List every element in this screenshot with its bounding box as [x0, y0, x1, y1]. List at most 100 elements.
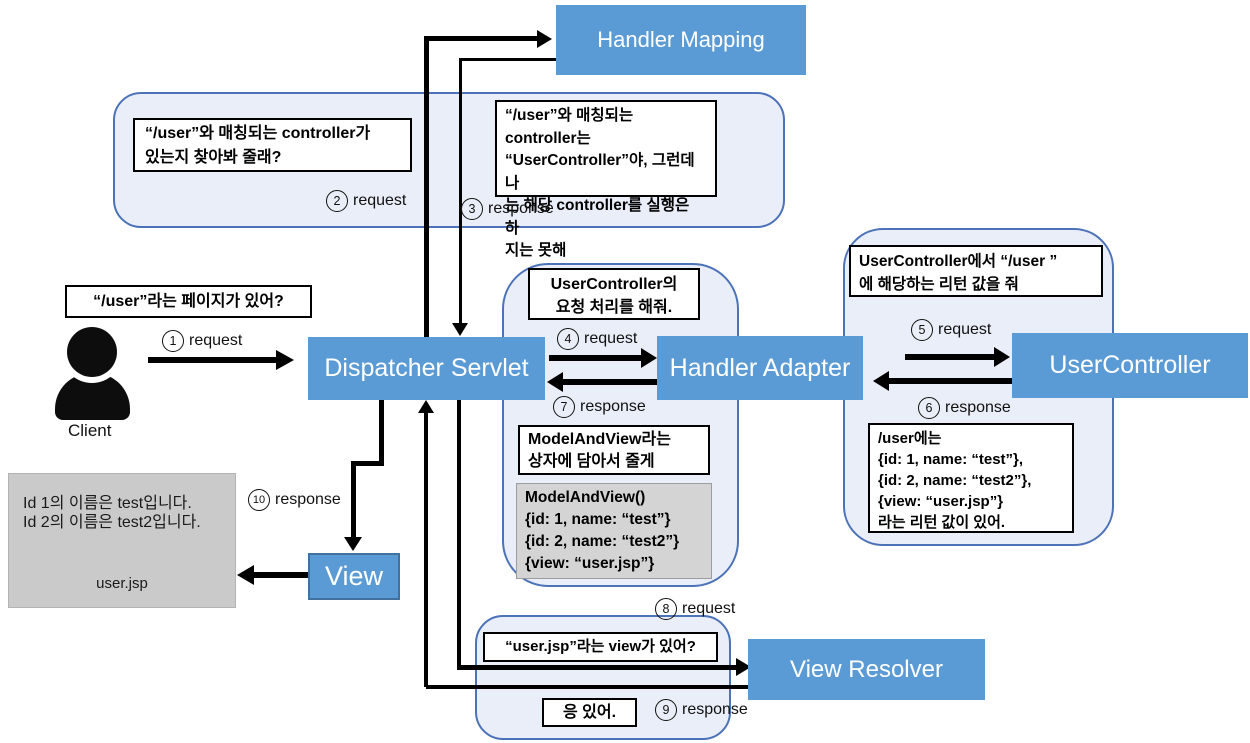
flow-label-text: request	[353, 192, 407, 209]
arrow-10-response-v1	[379, 400, 384, 466]
speech-give-return: UserController에서 “/user ” 에 해당하는 리턴 값을 줘	[849, 245, 1103, 297]
arrow-3-response-head	[452, 323, 468, 336]
speech-line: “/user”와 매칭되는 controller가	[145, 125, 371, 142]
flow-label-8: 8 request	[655, 598, 735, 620]
speech-line: “/user”와 매칭되는 controller는	[505, 107, 634, 147]
flow-label-2: 2 request	[326, 190, 406, 212]
flow-number-circle: 10	[248, 489, 270, 511]
arrow-9-response-horizontal	[426, 685, 748, 689]
flow-label-7: 7 response	[553, 396, 646, 418]
speech-line: 는 해당 controller를 실행은 하	[505, 197, 690, 237]
user-controller-node: UserController	[1012, 333, 1248, 398]
arrow-8-request-head	[736, 658, 751, 676]
speech-found-controller: “/user”와 매칭되는 controller는 “UserControlle…	[495, 100, 717, 259]
speech-line: 상자에 담아서 줄게	[528, 453, 655, 470]
flow-label-10: 10 response	[248, 489, 341, 511]
speech-line: {view: “user.jsp”}	[878, 493, 1004, 510]
speech-line: 있는지 찾아봐 줄래?	[145, 149, 282, 166]
client-icon-body	[55, 373, 130, 420]
arrow-6-response-head	[873, 371, 889, 391]
rendered-filename: user.jsp	[96, 575, 148, 592]
handler-adapter-node: Handler Adapter	[657, 336, 863, 400]
arrow-1-request-head	[276, 350, 294, 370]
flow-number-circle: 9	[655, 699, 677, 721]
speech-modelandview-wrap: ModelAndView라는 상자에 담아서 줄게	[518, 425, 710, 475]
speech-line: 라는 리턴 값이 있어.	[878, 514, 1006, 531]
arrow-5-request-shaft	[905, 354, 996, 360]
flow-label-text: response	[488, 200, 554, 217]
flow-label-text: response	[580, 398, 646, 415]
flow-label-5: 5 request	[911, 319, 991, 341]
code-line: {view: “user.jsp”}	[525, 555, 655, 572]
view-resolver-node: View Resolver	[748, 639, 985, 700]
view-node: View	[308, 553, 400, 600]
arrow-8-request-vertical	[457, 400, 461, 668]
flow-number-circle: 8	[655, 598, 677, 620]
arrow-2-request-vertical	[424, 36, 429, 337]
arrow-4-request-head	[641, 348, 657, 368]
speech-view-question: “user.jsp”라는 view가 있어?	[483, 632, 718, 662]
arrow-5-request-head	[994, 347, 1010, 367]
flow-label-text: request	[584, 330, 638, 347]
flow-number-circle: 2	[326, 190, 348, 212]
flow-label-3: 3 response	[461, 198, 554, 220]
flow-label-9: 9 response	[655, 699, 748, 721]
arrow-10-response-v2	[351, 461, 356, 538]
flow-label-text: request	[938, 321, 992, 338]
speech-line: “UserController”야, 그런데 나	[505, 152, 695, 192]
rendered-page-box: Id 1의 이름은 test입니다. Id 2의 이름은 test2입니다. u…	[8, 473, 236, 608]
arrow-8-request-horizontal	[457, 665, 738, 670]
flow-label-4: 4 request	[557, 328, 637, 350]
speech-user-return: /user에는 {id: 1, name: “test”}, {id: 2, n…	[868, 423, 1074, 533]
code-line: ModelAndView()	[525, 489, 646, 506]
arrow-2-request-head	[537, 30, 552, 48]
code-line: {id: 2, name: “test2”}	[525, 533, 680, 550]
speech-view-answer: 응 있어.	[542, 698, 637, 727]
arrow-10-response-h	[351, 461, 384, 466]
flow-number-circle: 3	[461, 198, 483, 220]
flow-label-text: response	[275, 491, 341, 508]
arrow-view-render-head	[237, 565, 254, 585]
flow-number-circle: 1	[162, 330, 184, 352]
flow-label-6: 6 response	[918, 397, 1011, 419]
arrow-3-response-horizontal	[459, 58, 557, 61]
speech-line: UserController에서 “/user ”	[859, 253, 1058, 270]
rendered-line: Id 2의 이름은 test2입니다.	[23, 514, 201, 531]
flow-label-text: response	[682, 701, 748, 718]
dispatcher-servlet-node: Dispatcher Servlet	[308, 337, 545, 400]
arrow-1-request-shaft	[148, 357, 278, 363]
flow-number-circle: 4	[557, 328, 579, 350]
flow-number-circle: 7	[553, 396, 575, 418]
arrow-3-response-vertical	[459, 58, 462, 324]
flow-number-circle: 5	[911, 319, 933, 341]
code-line: {id: 1, name: “test”}	[525, 511, 671, 528]
speech-line: {id: 2, name: “test2”},	[878, 472, 1032, 489]
arrow-10-response-head	[344, 537, 362, 551]
arrow-9-response-head	[418, 400, 434, 413]
modelandview-object-box: ModelAndView() {id: 1, name: “test”} {id…	[516, 483, 712, 579]
flow-label-text: response	[945, 399, 1011, 416]
arrow-4-request-shaft	[549, 355, 643, 361]
speech-line: UserController의	[550, 276, 678, 293]
flow-label-1: 1 request	[162, 330, 242, 352]
speech-find-controller: “/user”와 매칭되는 controller가 있는지 찾아봐 줄래?	[133, 118, 412, 172]
arrow-2-request-horizontal	[424, 36, 538, 41]
arrow-6-response-shaft	[887, 378, 1012, 384]
arrow-9-response-vertical	[424, 413, 428, 687]
speech-handle-request: UserController의 요청 처리를 해줘.	[528, 268, 700, 320]
speech-page-question: “/user”라는 페이지가 있어?	[65, 285, 312, 318]
arrow-7-response-head	[547, 372, 563, 392]
client-label: Client	[68, 421, 112, 440]
flow-label-text: request	[682, 600, 736, 617]
speech-line: ModelAndView라는	[528, 431, 671, 448]
speech-line: /user에는	[878, 430, 942, 447]
speech-line: 요청 처리를 해줘.	[555, 299, 673, 316]
speech-line: {id: 1, name: “test”},	[878, 451, 1024, 468]
client-icon-head	[67, 327, 117, 377]
handler-mapping-node: Handler Mapping	[556, 5, 806, 75]
speech-line: 에 해당하는 리턴 값을 줘	[859, 276, 1019, 293]
rendered-line: Id 1의 이름은 test입니다.	[23, 495, 192, 512]
arrow-7-response-shaft	[561, 379, 661, 385]
speech-line: 지는 못해	[505, 242, 567, 259]
